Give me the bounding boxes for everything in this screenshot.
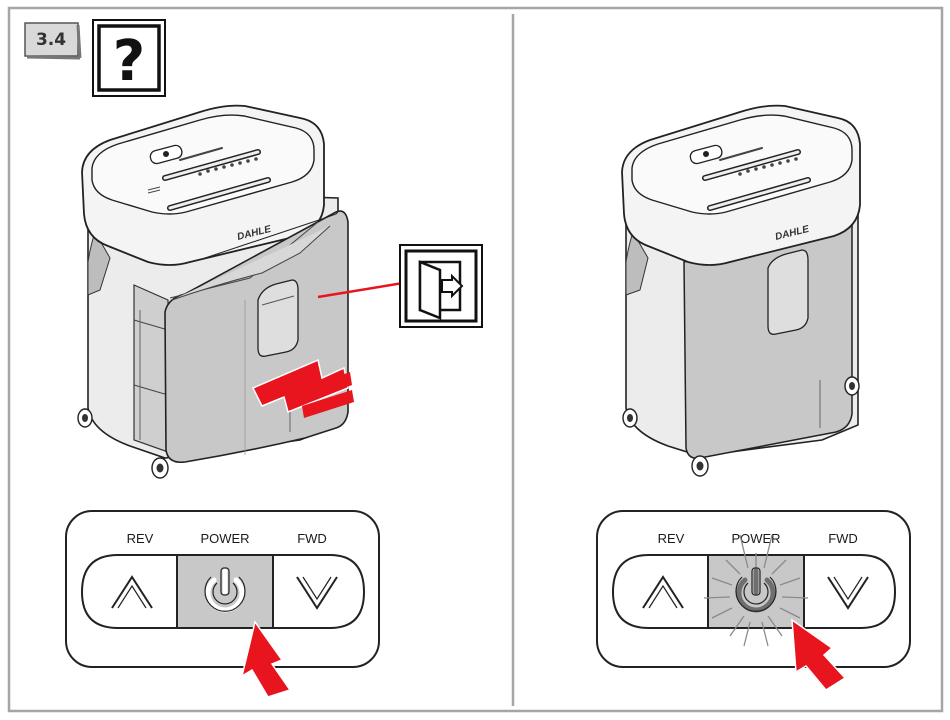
rev-label: REV xyxy=(127,531,154,546)
power-button[interactable] xyxy=(176,554,274,629)
fwd-label: FWD xyxy=(828,531,858,546)
help-symbol: ? xyxy=(113,29,145,94)
door-handle xyxy=(257,279,299,357)
power-button[interactable] xyxy=(703,534,809,647)
chevron-up-icon xyxy=(111,575,153,609)
question-mark-icon: ? xyxy=(92,19,166,97)
chevron-down-icon xyxy=(827,576,869,610)
caster-wheel xyxy=(77,408,169,479)
fwd-label: FWD xyxy=(297,531,327,546)
door-exit-icon xyxy=(399,244,483,328)
rev-button[interactable] xyxy=(111,575,153,609)
callout-line xyxy=(317,281,404,299)
power-icon xyxy=(205,568,245,613)
chevron-up-icon xyxy=(642,575,684,609)
rev-label: REV xyxy=(658,531,685,546)
fwd-button[interactable] xyxy=(296,576,338,610)
shredder-left: DAHLE xyxy=(77,104,349,479)
step-badge: 3.4 xyxy=(24,22,82,60)
shredder-right: DAHLE xyxy=(621,104,861,477)
press-arrow-left xyxy=(240,620,292,698)
outer-frame xyxy=(7,6,944,713)
press-arrow-right xyxy=(791,618,847,691)
rev-button[interactable] xyxy=(642,575,684,609)
fwd-button[interactable] xyxy=(827,576,869,610)
control-panel-left: REV POWER FWD xyxy=(65,510,380,668)
caster-wheel xyxy=(622,376,860,477)
door-handle xyxy=(767,249,809,335)
step-number: 3.4 xyxy=(36,30,66,50)
chevron-down-icon xyxy=(296,576,338,610)
control-panel-right: REV POWER FWD xyxy=(596,510,911,668)
bin-cavity xyxy=(133,284,169,453)
glow-rays xyxy=(703,534,809,647)
shredder-door-closed xyxy=(683,212,853,460)
red-arrow-icon xyxy=(251,358,354,418)
power-icon xyxy=(736,568,776,613)
power-label: POWER xyxy=(731,531,780,546)
power-label: POWER xyxy=(200,531,249,546)
